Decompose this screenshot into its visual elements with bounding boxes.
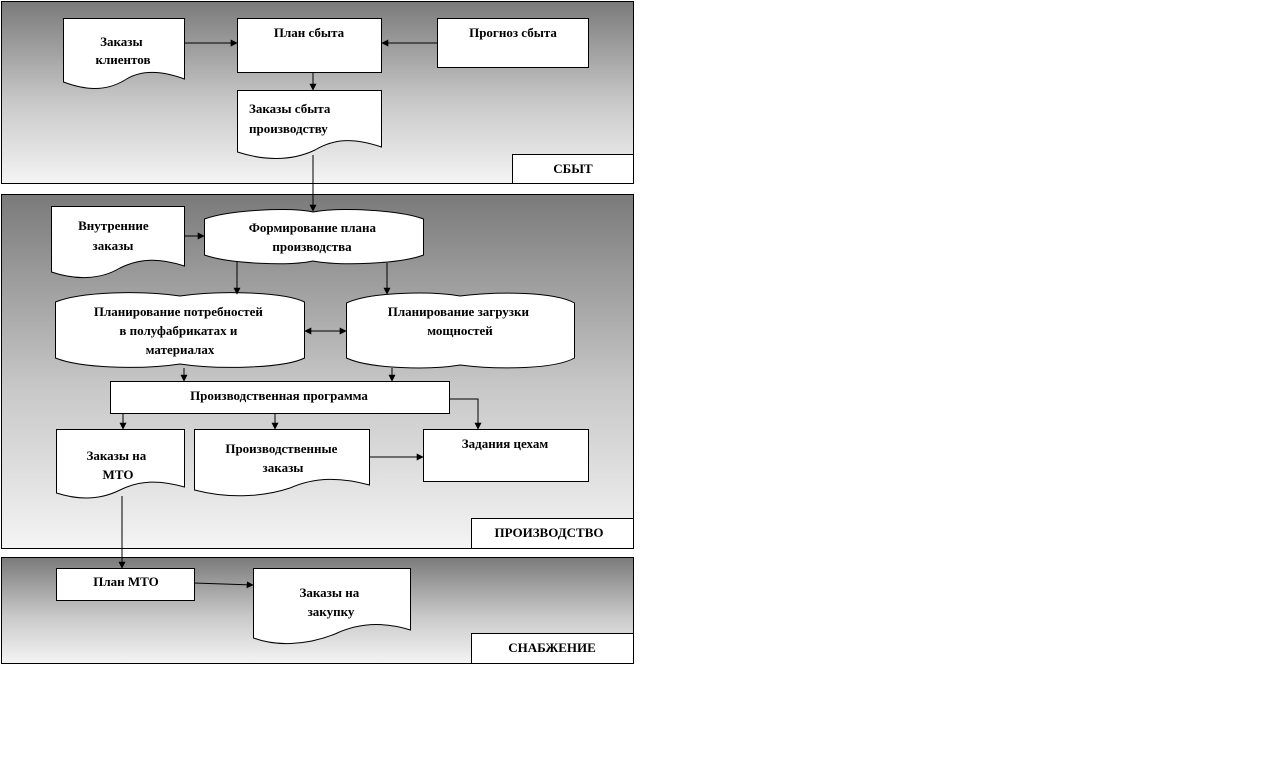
internal-orders-document [51,206,185,279]
sales-plan-box [237,18,382,73]
purchase-orders-label: Заказы на закупку [299,585,362,619]
mto-orders-label: Заказы на МТО [86,448,149,482]
material-requirements-planning-label: Планирование потребностей в полуфабрикат… [94,304,266,357]
sales-forecast-box [437,18,589,68]
capacity-planning-label: Планирование загрузки мощностей [388,304,532,338]
production-program-label: Производственная программа [190,388,368,403]
mto-plan-label: План МТО [93,574,159,589]
section-label-production: ПРОИЗВОДСТВО [495,525,604,540]
sales-orders-to-production-label: Заказы сбыта производству [249,101,334,136]
mto-orders-document [56,429,185,499]
arrow-program-to-shop-tasks [449,398,482,430]
purchase-orders-document [253,568,411,645]
mto-plan-box [56,568,195,601]
shop-tasks-box [423,429,589,482]
material-requirements-planning-process [55,292,305,368]
sales-forecast-label: Прогноз сбыта [469,25,557,40]
section-label-supply: СНАБЖЕНИЕ [508,640,596,655]
customer-orders-label: Заказы клиентов [96,34,151,67]
production-orders-label: Производственные заказы [225,441,340,475]
production-program-box [110,381,450,414]
section-label-sales: СБЫТ [553,161,593,176]
arrow-mto-plan-to-purchase-orders [193,581,254,589]
internal-orders-label: Внутренние заказы [78,218,152,253]
shop-tasks-label: Задания цехам [462,436,549,451]
capacity-planning-process [346,292,575,369]
sales-plan-label: План сбыта [274,25,345,40]
customer-orders-document [63,18,185,89]
sales-orders-document [237,90,382,159]
production-plan-forming-process [204,209,424,265]
connectors [118,39,482,589]
production-orders-document [194,429,370,497]
production-plan-forming-label: Формирование плана производства [249,220,380,254]
